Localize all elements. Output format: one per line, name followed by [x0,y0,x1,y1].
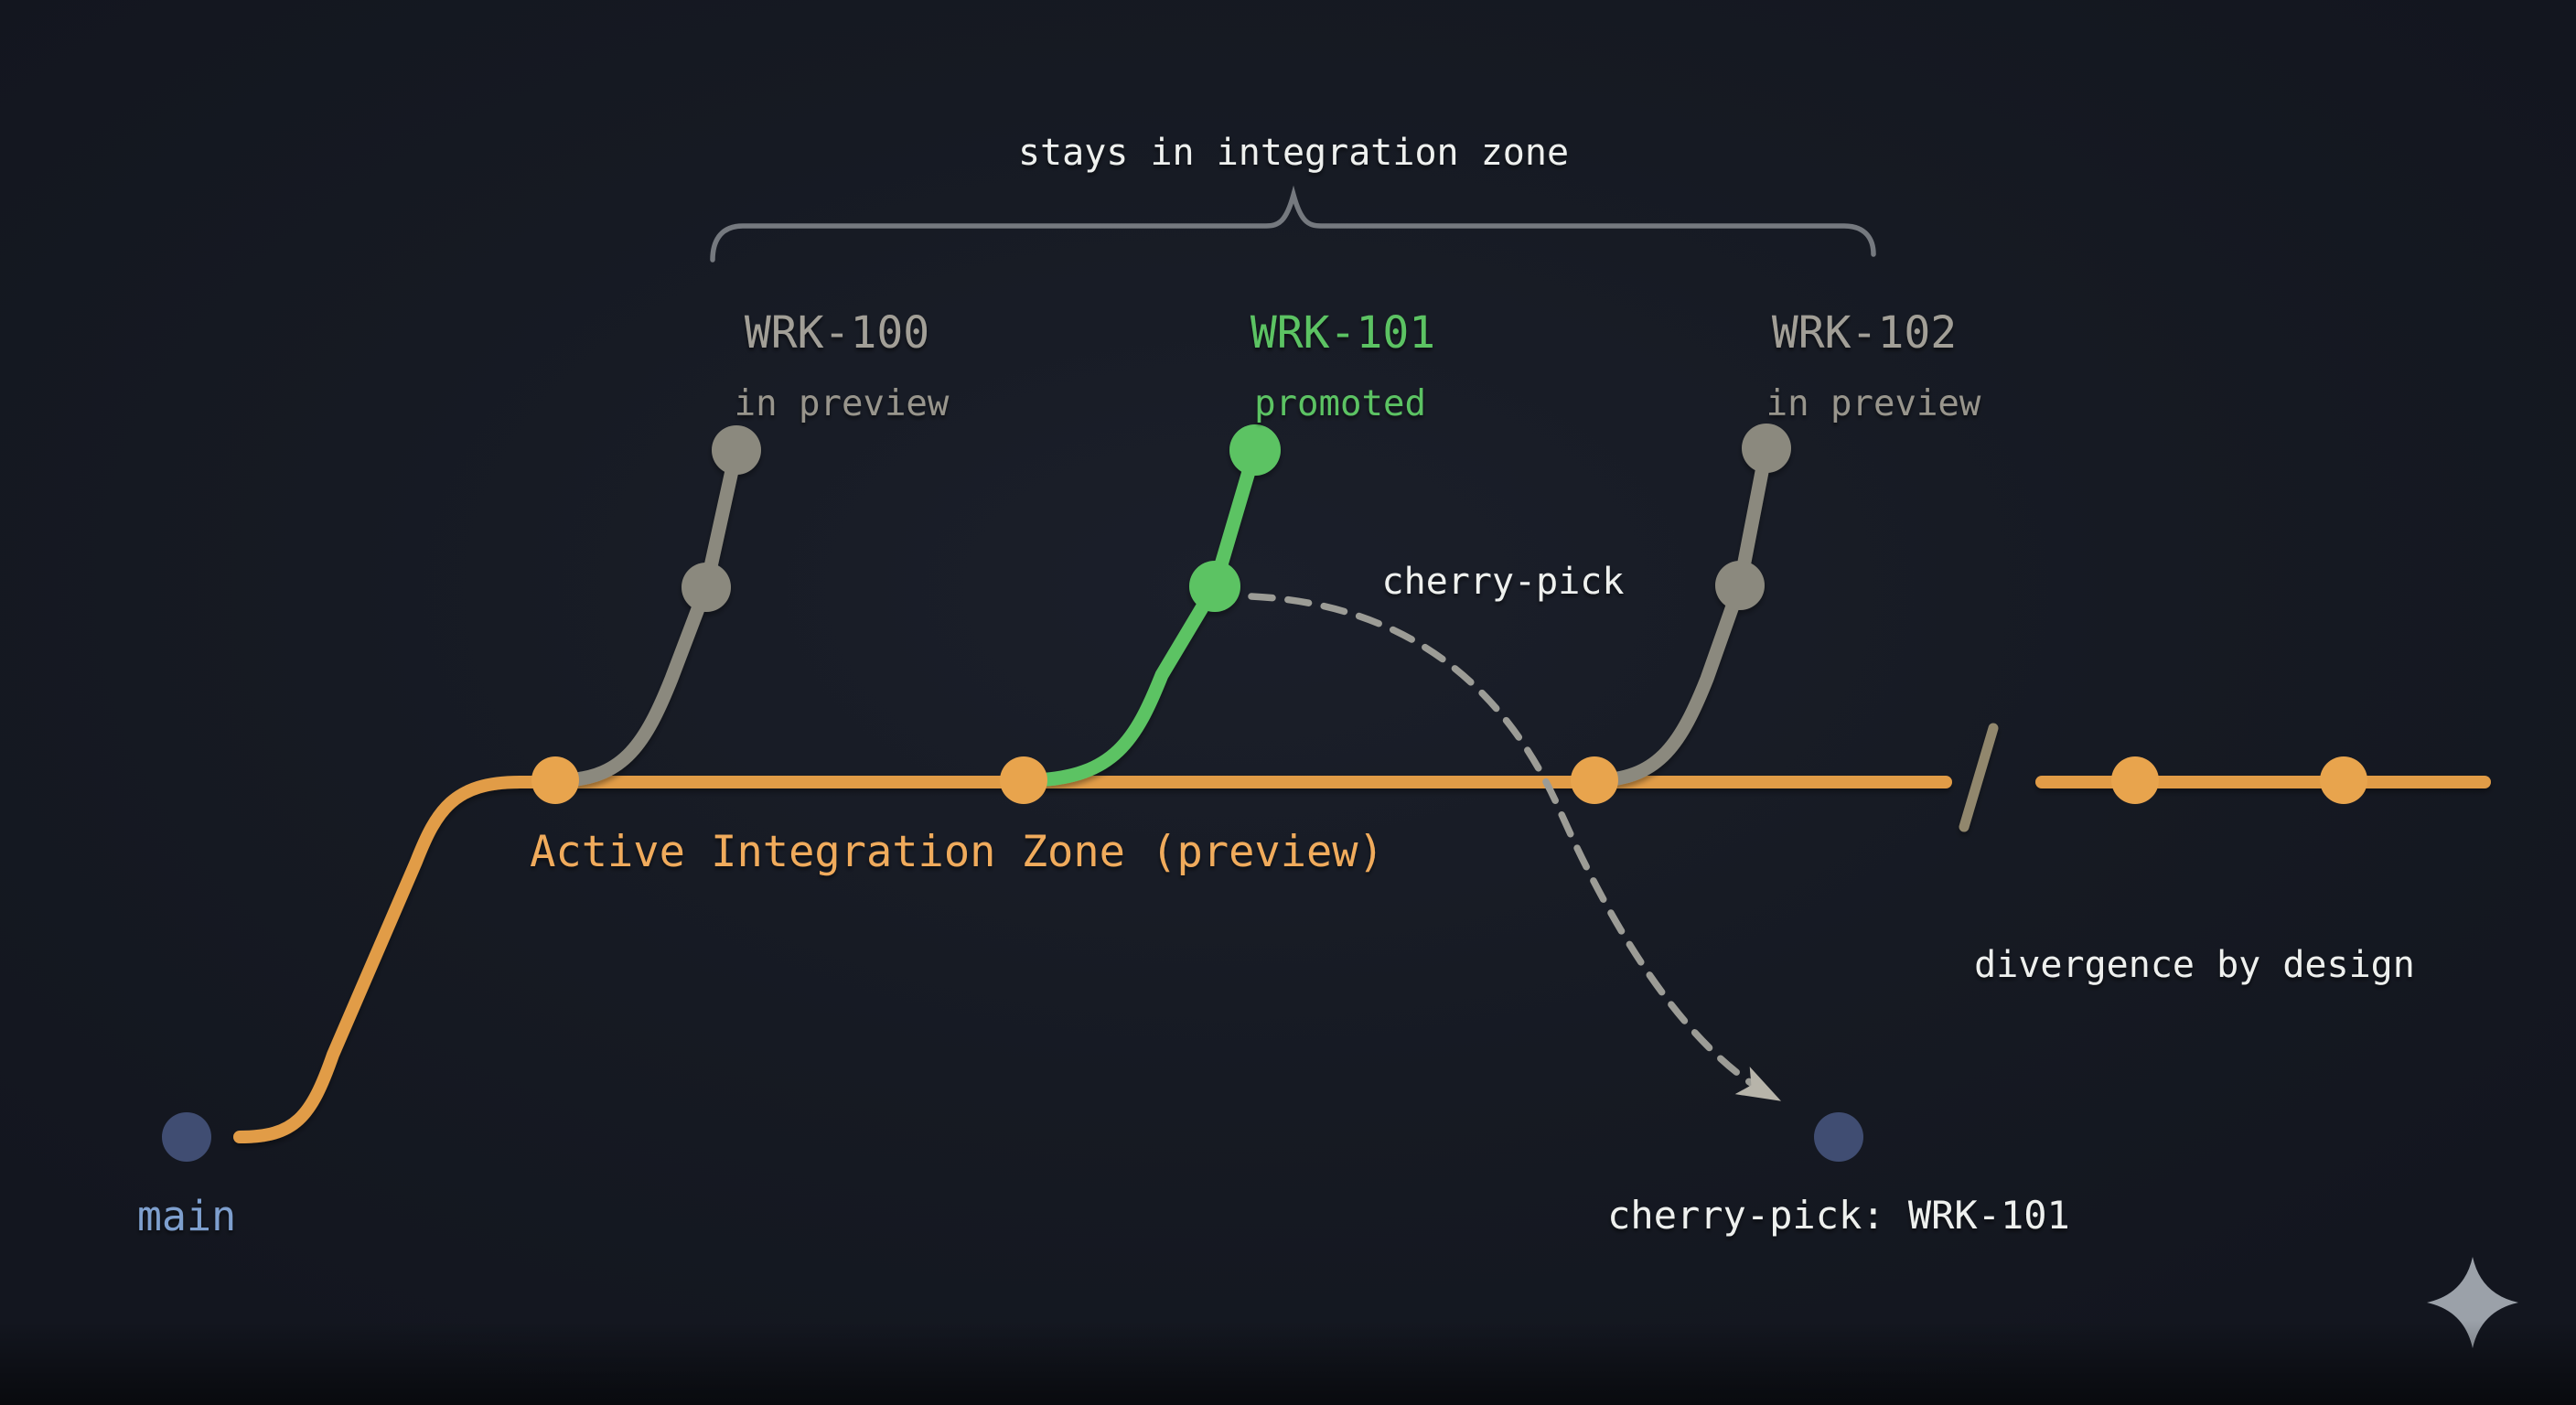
labels-group: stays in integration zone WRK-100 in pre… [137,132,2415,1240]
commit-dot [1715,561,1765,610]
feature-branch-wrk-100 [564,425,761,788]
commit-dot [1189,561,1240,612]
commit-dot [531,756,579,804]
commit-dot [162,1112,211,1162]
integration-zone-brace [710,185,1876,263]
branch-break-slash [1959,723,1999,832]
main-branch-label: main [137,1192,236,1240]
cherry-pick-dashed-arc [1248,593,1782,1101]
integration-zone-label: Active Integration Zone (preview) [530,827,1384,877]
feature-branch-line [564,448,744,788]
commit-dot [712,425,761,475]
main-commits [162,1112,1863,1162]
branch-status-wrk-101: promoted [1254,383,1426,424]
feature-branch-line [1033,447,1262,788]
commit-dot [1229,424,1281,476]
cherry-pick-commit-label: cherry-pick: WRK-101 [1607,1193,2070,1238]
cherry-pick-landing-commit-dot [1814,1112,1863,1162]
branch-status-wrk-100: in preview [735,383,950,424]
sparkle-icon [2427,1257,2518,1348]
brace-label: stays in integration zone [1018,132,1569,174]
feature-branch-line [1600,446,1774,788]
branch-title-wrk-100: WRK-100 [745,307,929,359]
divergence-label: divergence by design [1974,944,2415,986]
commit-dot [1571,756,1618,804]
commit-dot [682,563,731,612]
commit-dot [1742,424,1791,473]
feature-branch-wrk-102 [1600,424,1791,788]
branch-status-wrk-102: in preview [1766,383,1981,424]
commit-dot [2111,756,2159,804]
feature-branch-wrk-101 [1033,424,1281,788]
integration-commits [531,756,2367,804]
integration-zone-line-left [233,776,1952,1143]
commit-dot [1000,756,1047,804]
branch-title-wrk-102: WRK-102 [1772,307,1957,359]
cherry-pick-arc-label: cherry-pick [1382,561,1625,603]
commit-dot [2320,756,2367,804]
branch-title-wrk-101: WRK-101 [1250,307,1435,359]
